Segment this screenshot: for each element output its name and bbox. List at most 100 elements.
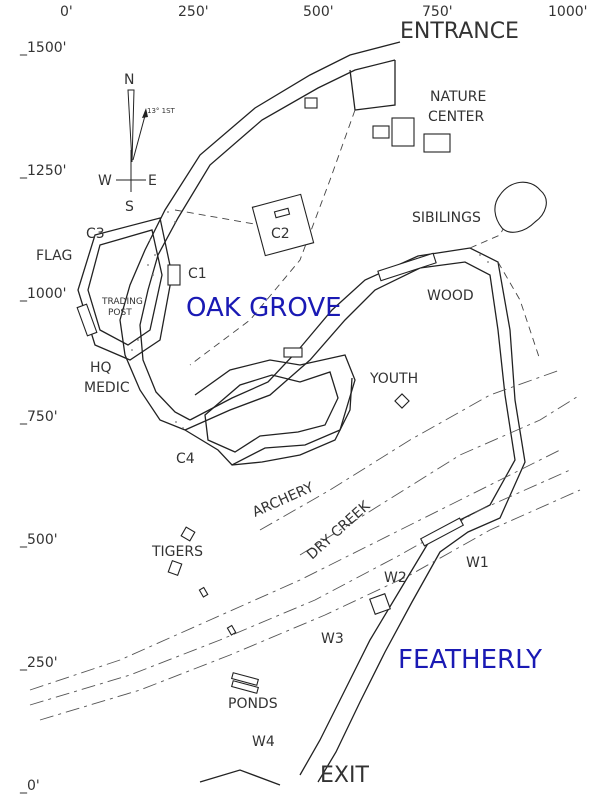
oak-grove-road [184,261,516,776]
gravel-dot [479,254,481,256]
label-trading-post-2: POST [108,308,132,318]
buildings [76,97,547,694]
oak-grove-shelter [377,252,437,282]
label-c3: C3 [86,226,105,242]
declination-line [132,111,147,161]
gravel-dot [149,239,151,241]
compass-rose: N S W E 13° 1ST [98,72,176,215]
x-tick-0: 0' [60,4,73,20]
trading-post-loop [87,229,163,346]
label-w4: W4 [252,734,275,750]
oak-grove-road-inner [189,247,526,783]
pond-1 [230,672,260,686]
trail-entrance-c2 [189,109,356,366]
y-tick-1000: _1000' [19,286,66,302]
label-sibilings: SIBILINGS [412,210,481,226]
gravel-areas [131,211,489,429]
area-label-featherly: FEATHERLY [398,645,542,675]
label-c2: C2 [271,226,290,242]
compass-e: E [148,173,157,189]
nature-center-steps [372,125,390,139]
trading-post-building [76,303,98,337]
dry-creek [29,369,581,721]
label-c4: C4 [176,451,195,467]
bridge-2 [226,624,237,636]
c1-shelter [167,264,181,286]
y-tick-1250: _1250' [19,163,66,179]
trail-wood-east [497,261,541,361]
creek-line-5 [259,369,561,531]
nature-center-building [391,117,415,147]
entrance-road-upper [119,41,401,431]
youth-marker [394,393,410,409]
x-tick-750: 750' [422,4,453,20]
label-nature-center-1: NATURE [430,89,486,105]
camp-loop-outer [184,354,356,466]
label-trading-post-1: TRADING [101,297,143,307]
w1-shelter [419,517,465,547]
x-tick-500: 500' [303,4,334,20]
label-c1: C1 [188,266,207,282]
c2-marker [273,207,291,219]
label-youth: YOUTH [369,371,418,387]
y-tick-1500: _1500' [19,40,66,56]
gravel-dot [147,264,149,266]
x-tick-250: 250' [178,4,209,20]
c2-site [251,193,315,257]
bridge-1 [198,586,209,598]
trails [174,109,541,366]
gravel-dot [154,254,156,256]
y-tick-250: _250' [19,655,58,671]
x-tick-1000: 1000' [548,4,587,20]
label-wood: WOOD [427,288,474,304]
label-medic: MEDIC [84,380,130,396]
sibilings-pond [494,181,547,233]
label-tigers: TIGERS [151,544,203,560]
gravel-dot [487,261,489,263]
gravel-dot [152,274,154,276]
road-network [77,41,526,786]
y-tick-750: _750' [19,409,58,425]
gravel-dot [137,339,139,341]
label-w1: W1 [466,555,489,571]
gravel-dot [174,221,176,223]
exit-road [199,769,281,786]
declination-arrow-icon [142,108,148,118]
label-dry-creek: DRY CREEK [304,498,374,563]
gravel-dot [175,421,177,423]
label-w2: W2 [384,570,407,586]
label-hq: HQ [90,360,112,376]
compass-s: S [125,199,134,215]
label-nature-center-2: CENTER [428,109,484,125]
label-w3: W3 [321,631,344,647]
compass-needle [127,89,135,163]
y-axis-ticks: _1500' _1250' _1000' _750' _500' _250' _… [19,40,66,794]
area-label-oak-grove: OAK GROVE [186,293,342,323]
gravel-dot [182,427,184,429]
label-exit: EXIT [320,763,369,788]
y-tick-0: _0' [19,778,40,794]
compass-n: N [124,72,134,88]
archery-road [231,377,353,466]
x-axis-ticks: 0' 250' 500' 750' 1000' [60,4,587,20]
camp-restroom [283,347,303,358]
compass-declination: 13° 1ST [147,107,176,115]
w2-shelter [369,593,391,615]
pond-2 [230,680,260,694]
y-tick-500: _500' [19,532,58,548]
tigers-marker-1 [180,526,196,542]
label-flag: FLAG [36,248,72,264]
creek-line-1 [29,449,561,691]
trail-c3-c2 [174,209,261,226]
trading-post-loop-outer [77,217,173,361]
camp-loop-inner [204,371,339,453]
nature-center-annex [423,133,451,153]
label-ponds: PONDS [228,696,278,712]
compass-w: W [98,173,112,189]
entrance-stub [349,60,396,111]
creek-line-3 [39,489,581,721]
label-archery: ARCHERY [250,479,316,520]
area-labels: OAK GROVE FEATHERLY [186,293,542,675]
label-entrance: ENTRANCE [400,19,519,44]
